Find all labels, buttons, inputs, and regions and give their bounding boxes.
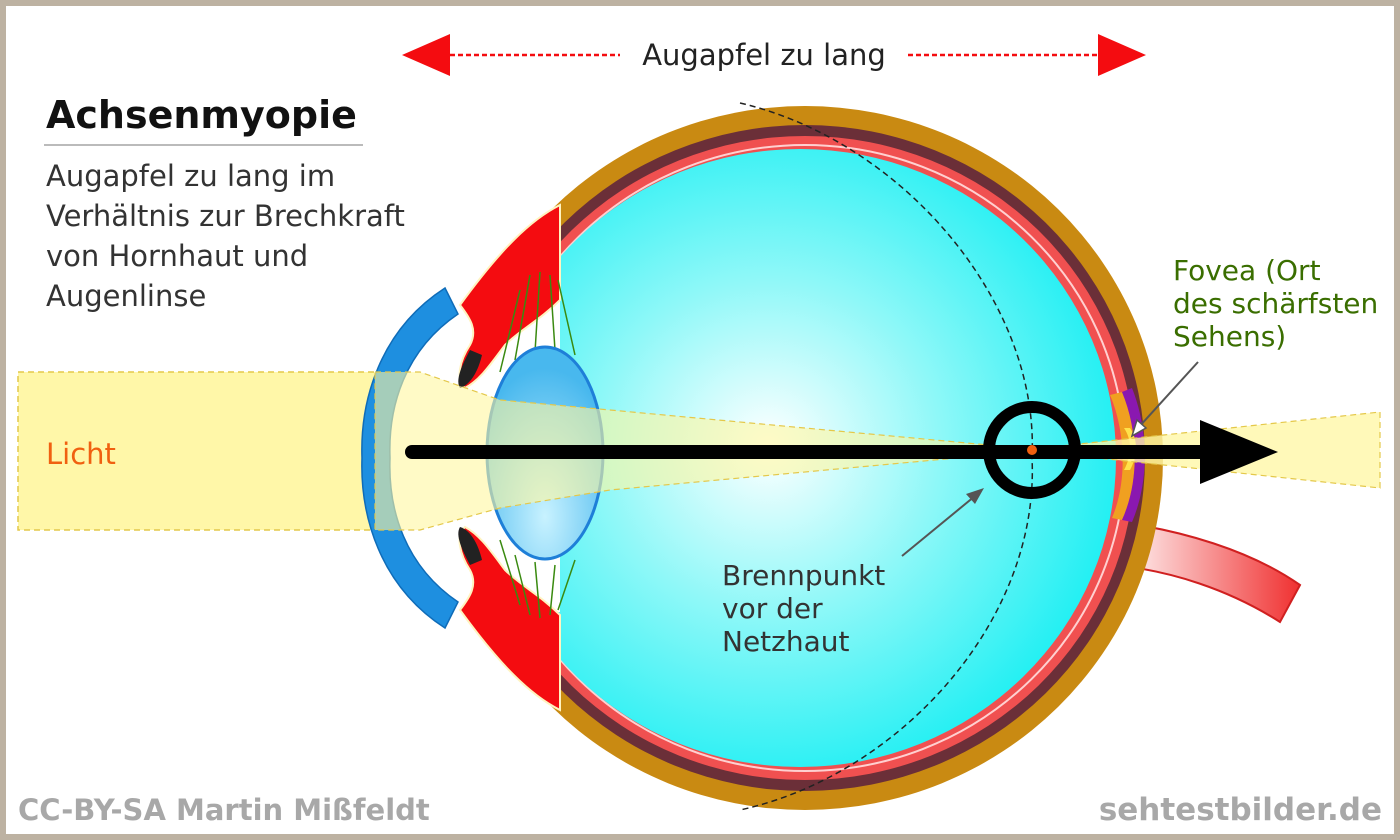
description-line-3: von Hornhaut und <box>46 239 308 273</box>
focus-pointer-head <box>966 488 984 504</box>
fovea-label-line-1: Fovea (Ort <box>1173 254 1321 287</box>
right-arrowhead <box>1098 34 1146 76</box>
focus-circle <box>983 401 1081 499</box>
credit-left: CC-BY-SA Martin Mißfeldt <box>18 793 430 827</box>
left-arrowhead <box>402 34 450 76</box>
optical-axis-arrowhead <box>1200 420 1278 484</box>
description-line-2: Verhältnis zur Brechkraft <box>46 199 405 233</box>
focus-pointer-line <box>901 495 976 557</box>
fovea-pointer-head <box>1130 418 1148 438</box>
fovea-label-line-2: des schärfsten <box>1173 287 1378 320</box>
page-title: Achsenmyopie <box>46 93 357 137</box>
fovea-pointer-line <box>1137 361 1199 429</box>
credit-right: sehtestbilder.de <box>1099 792 1382 828</box>
description-line-4: Augenlinse <box>46 279 206 313</box>
light-label: Licht <box>46 437 116 471</box>
fovea-label-line-3: Sehens) <box>1173 320 1286 353</box>
iris-lower <box>458 525 561 712</box>
top-label: Augapfel zu lang <box>642 38 886 72</box>
fovea-region <box>1110 392 1135 520</box>
focus-label-line-1: Brennpunkt <box>722 559 885 592</box>
focus-label-line-2: vor der <box>722 592 823 625</box>
optic-nerve <box>1110 520 1302 624</box>
description-line-1: Augapfel zu lang im <box>46 159 335 193</box>
focal-point <box>1027 445 1037 455</box>
iris-upper <box>458 203 561 390</box>
zonular-fibers <box>499 271 576 619</box>
focus-label-line-3: Netzhaut <box>722 625 849 658</box>
